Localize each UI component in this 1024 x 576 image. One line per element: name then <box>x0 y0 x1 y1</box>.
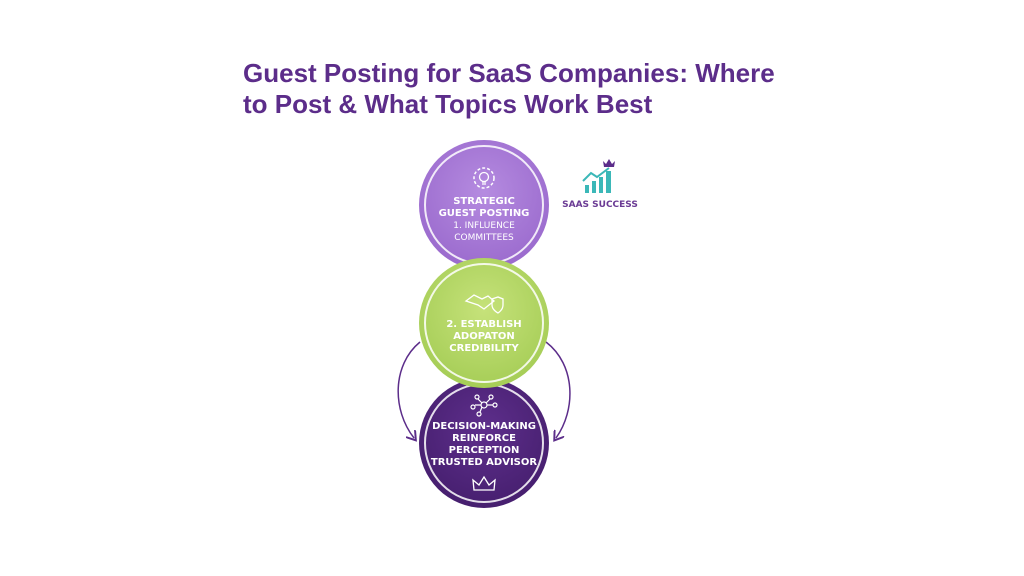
handshake-shield-icon <box>464 294 504 314</box>
step-3-line-1: DECISION-MAKING <box>432 421 536 432</box>
step-1-line-3: 1. INFLUENCE <box>453 221 515 231</box>
step-1-line-4: COMMITTEES <box>454 233 514 243</box>
crown-icon <box>472 475 496 491</box>
network-icon <box>470 394 498 417</box>
step-2-line-3: CREDIBILITY <box>449 343 519 354</box>
step-3-line-2: REINFORCE PERCEPTION <box>448 433 520 456</box>
step-3-line-3: TRUSTED ADVISOR <box>430 457 538 468</box>
lightbulb-gear-icon <box>473 167 495 189</box>
step-2-line-2: ADOPATON <box>453 331 515 342</box>
step-trusted-advisor: DECISION-MAKING REINFORCE PERCEPTION TRU… <box>419 378 549 508</box>
step-1-line-2: GUEST POSTING <box>438 208 530 219</box>
page-title: Guest Posting for SaaS Companies: Where … <box>243 58 775 119</box>
left-arrow <box>397 341 421 438</box>
step-strategic-guest-posting: STRATEGIC GUEST POSTING 1. INFLUENCE COM… <box>419 140 549 270</box>
step-1-line-1: STRATEGIC <box>453 196 515 207</box>
saas-success-logo: SAAS SUCCESS <box>560 157 640 210</box>
step-establish-credibility: 2. ESTABLISH ADOPATON CREDIBILITY <box>419 258 549 388</box>
logo-text: SAAS SUCCESS <box>562 200 638 210</box>
right-arrow <box>545 341 571 438</box>
step-2-line-1: 2. ESTABLISH <box>446 319 522 330</box>
growth-chart-crown-icon <box>582 159 615 193</box>
